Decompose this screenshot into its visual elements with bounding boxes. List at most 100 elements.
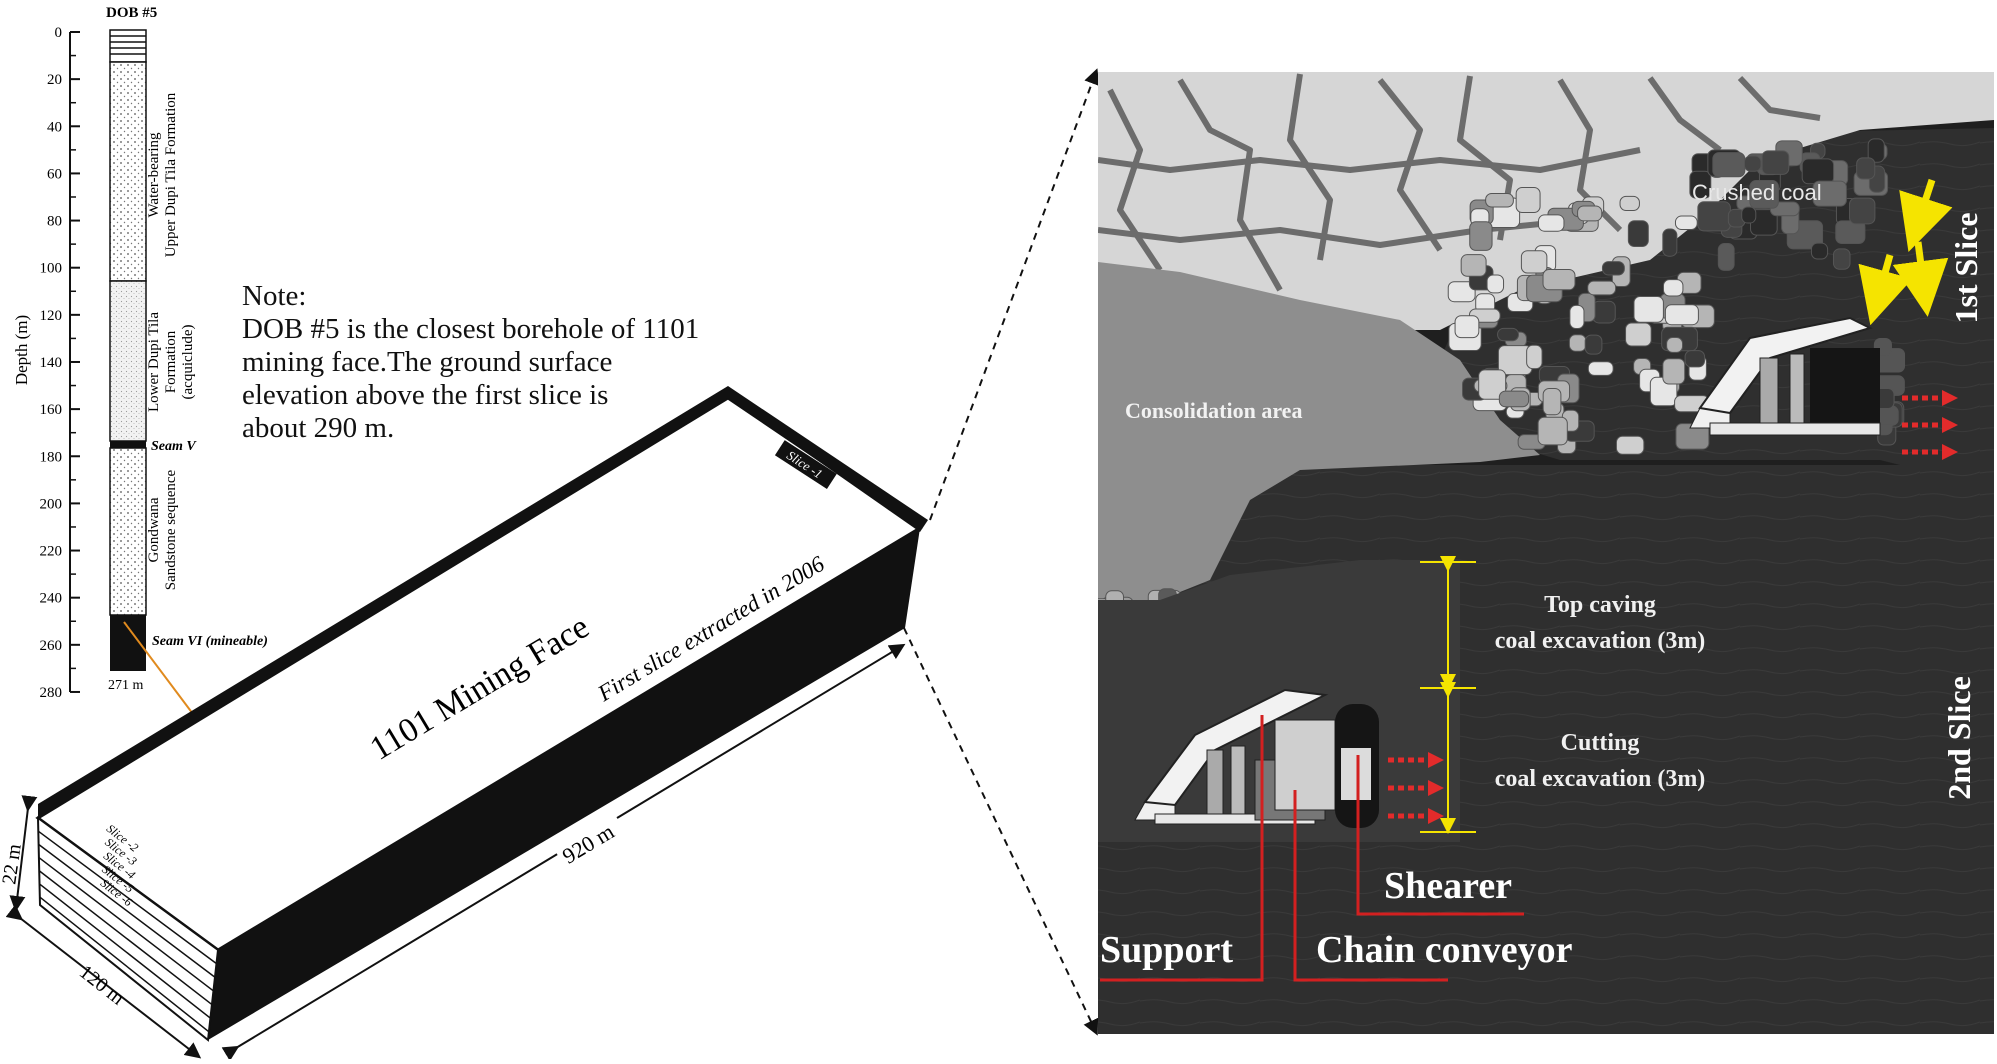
- rubble-block: [1584, 334, 1603, 355]
- rubble-block: [1454, 315, 1480, 339]
- unit-3-label-b: Sandstone sequence: [163, 469, 179, 590]
- top-caving-label-1: Top caving: [1544, 592, 1656, 618]
- depth-tick-label: 60: [47, 166, 62, 182]
- rubble-block: [1542, 269, 1576, 291]
- borehole-title: DOB #5: [106, 5, 157, 21]
- rubble-block: [1712, 152, 1746, 178]
- rubble-block: [1538, 214, 1565, 232]
- support-label: Support: [1100, 929, 1233, 971]
- zoom-link-upper: [929, 68, 1100, 521]
- rubble-block: [1568, 334, 1587, 352]
- depth-tick-label: 200: [40, 496, 63, 512]
- excavation-dimension: [1420, 556, 1476, 834]
- rubble-block: [1615, 435, 1645, 455]
- rubble-block: [1601, 261, 1625, 276]
- advance-arrow-head: [1428, 752, 1444, 768]
- depth-tick-label: 140: [40, 355, 63, 371]
- depth-tick-label: 180: [40, 449, 63, 465]
- rubble-block: [1697, 201, 1731, 232]
- depth-tick-label: 120: [40, 308, 63, 324]
- rubble-block: [1469, 221, 1493, 251]
- rubble-block: [1666, 336, 1684, 353]
- rubble-block: [1619, 195, 1640, 212]
- rock-crack: [1098, 147, 1641, 173]
- rock-crack: [1647, 76, 1722, 153]
- depth-tick-label: 40: [47, 119, 62, 135]
- rubble-block: [1633, 295, 1664, 323]
- rubble-block: [1587, 361, 1614, 376]
- rubble-block: [1520, 250, 1548, 274]
- rubble-block: [1662, 228, 1678, 257]
- consolidation-area-label: Consolidation area: [1125, 398, 1302, 423]
- rubble-block: [1592, 300, 1616, 324]
- rubble-block: [1741, 206, 1757, 224]
- bottom-depth-label: 271 m: [108, 678, 144, 693]
- mining-cross-section: Crushed coal Consolidation area 1st Slic…: [1098, 72, 1994, 1034]
- rock-crack: [1098, 217, 1581, 248]
- seam-v-label: Seam V: [151, 439, 197, 454]
- second-slice-support: [1134, 688, 1329, 825]
- zoom-link-lower: [903, 627, 1099, 1036]
- rubble-block: [1849, 197, 1876, 225]
- rubble-block: [1569, 304, 1585, 330]
- rubble-block: [1485, 192, 1514, 208]
- consolidation-area-shape: [1098, 262, 1540, 600]
- rubble-block: [1627, 220, 1649, 248]
- rubble-block: [1867, 138, 1885, 163]
- second-slice-label-section: 2nd Slice: [1941, 676, 1977, 800]
- unit-1-label-b: Upper Dupi Tila Formation: [163, 92, 179, 257]
- height-label: 22 m: [0, 842, 26, 886]
- rubble-block: [1542, 387, 1562, 416]
- rubble-block: [1478, 369, 1507, 400]
- rock-crack: [1287, 73, 1333, 261]
- rubble-block: [1498, 390, 1530, 408]
- rubble-block: [1537, 416, 1568, 446]
- rubble-block: [1447, 281, 1476, 303]
- block-right-rim: [728, 386, 928, 532]
- unit-2-label-c: (acquiclude): [180, 325, 196, 400]
- block-back-rim: [38, 386, 728, 818]
- rubble-block: [1460, 254, 1487, 277]
- depth-tick-label: 280: [40, 685, 63, 701]
- note-line-3: elevation above the first slice is: [242, 379, 609, 411]
- borehole-log: DOB #5 020406080100120140160180200220240…: [12, 5, 268, 719]
- depth-tick-label: 100: [40, 261, 63, 277]
- depth-tick-label: 240: [40, 591, 63, 607]
- rubble-block: [1674, 215, 1698, 231]
- advance-arrow-head: [1428, 780, 1444, 796]
- rubble-block: [1832, 248, 1851, 270]
- advance-arrow-head: [1942, 417, 1958, 433]
- unit-2-label-b: Formation: [163, 330, 179, 393]
- note-box: Note: DOB #5 is the closest borehole of …: [242, 280, 762, 445]
- rock-crack: [1177, 78, 1283, 292]
- depth-tick-label: 80: [47, 214, 62, 230]
- rubble-block: [1662, 358, 1686, 385]
- first-slice-label-section: 1st Slice: [1948, 212, 1984, 323]
- rock-crack: [1107, 88, 1163, 272]
- cutting-label-2: coal excavation (3m): [1495, 766, 1706, 792]
- rubble-block: [1761, 150, 1790, 175]
- rock-crack: [1377, 78, 1443, 252]
- rubble-block: [1689, 170, 1712, 199]
- rubble-block: [1486, 274, 1505, 294]
- crushed-coal-label: Crushed coal: [1692, 180, 1822, 205]
- advance-arrow-head: [1942, 444, 1958, 460]
- rubble-block: [1662, 279, 1684, 297]
- rubble-block: [1497, 327, 1519, 342]
- advance-arrows: [1388, 390, 1958, 824]
- rubble-block: [1515, 186, 1541, 214]
- top-caving-label-2: coal excavation (3m): [1495, 628, 1706, 654]
- rock-crack: [1737, 75, 1821, 121]
- rubble-block: [1856, 157, 1876, 180]
- note-heading: Note:: [242, 280, 307, 312]
- equipment-leaders: [1100, 715, 1524, 982]
- caving-arrows: [1858, 178, 1953, 326]
- rock-cracks: [1098, 73, 1821, 292]
- note-line-4: about 290 m.: [242, 412, 395, 444]
- advance-arrow-head: [1428, 808, 1444, 824]
- first-slice-support: [1689, 316, 1881, 436]
- cutting-label-1: Cutting: [1561, 730, 1640, 756]
- rubble-block: [1717, 243, 1735, 271]
- rubble-block: [1577, 205, 1603, 222]
